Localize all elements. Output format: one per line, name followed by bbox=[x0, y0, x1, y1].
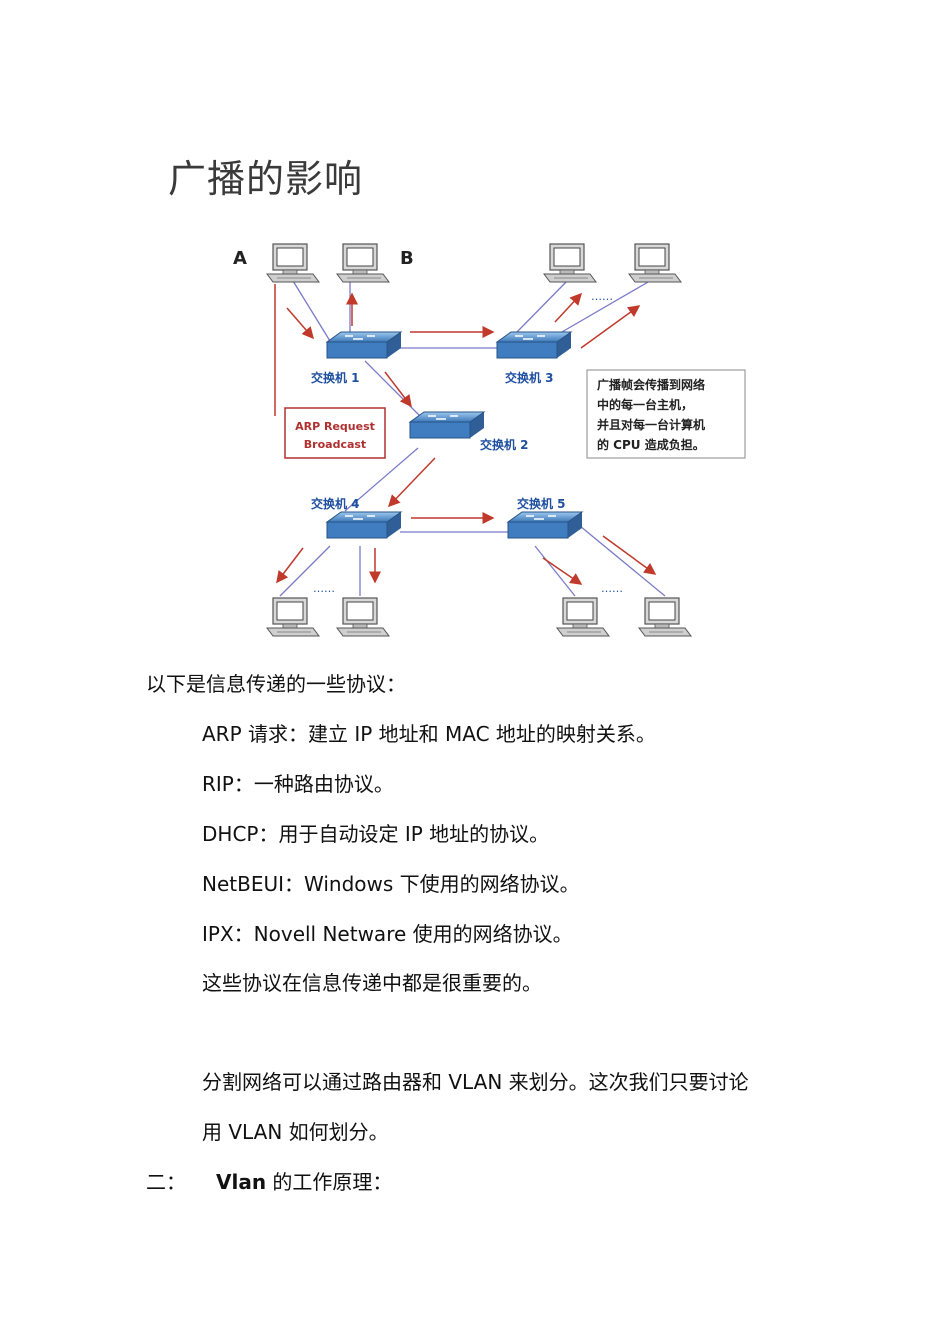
broadcast-network-diagram: A B 交换机 1 交换机 3 交换机 2 交换机 4 交换机 5 …… …… … bbox=[233, 243, 746, 637]
switch-5-label: 交换机 5 bbox=[517, 496, 566, 511]
dots-top: …… bbox=[591, 290, 613, 303]
switch-1 bbox=[326, 331, 402, 359]
arp-request-box bbox=[284, 407, 386, 459]
page-title: 广播的影响 bbox=[168, 157, 364, 201]
section-heading: 二： Vlan 的工作原理： bbox=[146, 1168, 392, 1196]
section-title-rest: 的工作原理： bbox=[266, 1170, 393, 1194]
note-line-1: 广播帧会传播到网络 bbox=[597, 377, 705, 392]
protocol-dhcp: DHCP：用于自动设定 IP 地址的协议。 bbox=[202, 822, 550, 846]
arrow-a-to-sw1 bbox=[286, 307, 314, 340]
computer-a bbox=[266, 243, 320, 283]
arrow-sw3-to-pc4 bbox=[580, 305, 641, 349]
label-b: B bbox=[400, 248, 414, 269]
switch-3 bbox=[496, 331, 572, 359]
protocols-summary: 这些协议在信息传递中都是很重要的。 bbox=[202, 971, 542, 995]
protocol-netbeui: NetBEUI：Windows 下使用的网络协议。 bbox=[202, 872, 580, 896]
arrow-sw3-to-pc3 bbox=[554, 292, 583, 323]
dots-bottom-right: …… bbox=[601, 582, 623, 595]
arrow-sw4-to-pc5 bbox=[276, 547, 304, 584]
label-a: A bbox=[233, 248, 247, 269]
protocol-arp: ARP 请求：建立 IP 地址和 MAC 地址的映射关系。 bbox=[202, 722, 656, 746]
arrow-sw1-to-sw2 bbox=[384, 371, 412, 408]
switch-1-label: 交换机 1 bbox=[311, 370, 360, 385]
computer-sw3-right bbox=[628, 243, 682, 283]
arrow-sw2-to-sw4 bbox=[387, 457, 436, 508]
dots-bottom-left: …… bbox=[313, 582, 335, 595]
protocol-ipx: IPX：Novell Netware 使用的网络协议。 bbox=[202, 922, 573, 946]
switch-2 bbox=[409, 411, 485, 439]
arp-request-line1: ARP Request bbox=[295, 420, 375, 433]
switch-2-label: 交换机 2 bbox=[480, 437, 529, 452]
switch-4-label: 交换机 4 bbox=[311, 496, 360, 511]
note-line-4: 的 CPU 造成负担。 bbox=[597, 437, 705, 452]
computer-b bbox=[336, 243, 390, 283]
section-title-bold: Vlan bbox=[216, 1170, 267, 1194]
computer-sw5-right bbox=[638, 597, 692, 637]
computer-sw3-left bbox=[543, 243, 597, 283]
computer-sw5-left bbox=[556, 597, 610, 637]
note-box bbox=[586, 369, 746, 459]
switch-4 bbox=[326, 511, 402, 539]
note-line-3: 并且对每一台计算机 bbox=[597, 417, 705, 432]
split-network-line1: 分割网络可以通过路由器和 VLAN 来划分。这次我们只要讨论 bbox=[202, 1070, 749, 1094]
arrow-sw5-to-pc7 bbox=[542, 557, 583, 585]
arrow-sw5-to-pc8 bbox=[602, 535, 657, 575]
computer-sw4-left bbox=[266, 597, 320, 637]
section-number: 二： bbox=[146, 1170, 186, 1194]
note-line-2: 中的每一台主机， bbox=[597, 397, 693, 412]
switch-5 bbox=[507, 511, 583, 539]
protocol-rip: RIP：一种路由协议。 bbox=[202, 772, 394, 796]
arp-request-line2: Broadcast bbox=[304, 438, 366, 451]
switch-3-label: 交换机 3 bbox=[505, 370, 554, 385]
computer-sw4-right bbox=[336, 597, 390, 637]
protocols-intro: 以下是信息传递的一些协议： bbox=[146, 672, 406, 696]
split-network-line2: 用 VLAN 如何划分。 bbox=[202, 1120, 389, 1144]
